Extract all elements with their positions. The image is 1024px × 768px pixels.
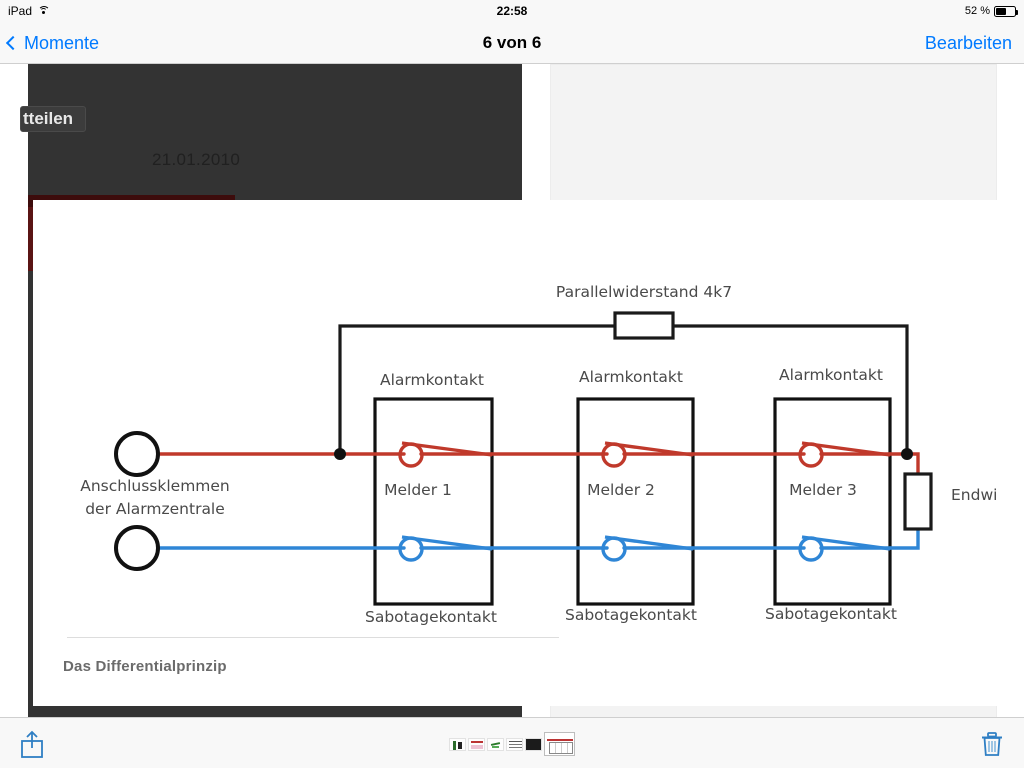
- label-sabotage-contact-2: Sabotagekontakt: [565, 606, 697, 624]
- label-detector-1: Melder 1: [384, 481, 452, 499]
- filmstrip-thumb-1[interactable]: [449, 737, 466, 751]
- battery-percent-label: 52 %: [964, 5, 990, 17]
- circuit-diagram-svg: [114, 311, 933, 606]
- label-detector-3: Melder 3: [789, 481, 857, 499]
- parallel-resistor-symbol: [613, 311, 675, 340]
- sabotage-contact-switches: [398, 535, 891, 562]
- alarm-contact-switches: [398, 441, 891, 468]
- page-title: 6 von 6: [482, 33, 542, 52]
- junction-dot-left: [334, 448, 346, 460]
- alarm-switch-lever-2: [604, 441, 694, 457]
- delete-button[interactable]: [976, 728, 1008, 760]
- alarm-switch-lever-3: [801, 441, 891, 457]
- card-divider: [67, 637, 559, 638]
- trash-icon: [982, 732, 1002, 756]
- detector-boxes: [373, 397, 892, 606]
- filmstrip-thumb-4[interactable]: [506, 737, 523, 751]
- diagram-caption: Das Differentialprinzip: [63, 658, 227, 675]
- edit-button[interactable]: Bearbeiten: [924, 32, 1012, 53]
- photo-filmstrip[interactable]: [449, 728, 575, 760]
- terminal-circle-sabotage: [114, 525, 160, 571]
- diagram-card: Parallelwiderstand 4k7 Alarmkontakt Alar…: [33, 200, 997, 706]
- label-alarm-contact-3: Alarmkontakt: [779, 366, 883, 384]
- wifi-icon: [37, 5, 50, 17]
- photo-ghost-date: 21.01.2010: [152, 150, 241, 169]
- status-bar-left: iPad: [8, 4, 50, 18]
- terminal-circle-alarm: [114, 431, 160, 477]
- sabotage-switch-lever-3: [801, 535, 891, 551]
- status-bar-right: 52 %: [964, 5, 1018, 17]
- back-button-momente[interactable]: Momente: [5, 22, 100, 64]
- photo-viewer[interactable]: tteilen 21.01.2010: [0, 64, 1024, 717]
- share-icon: [21, 730, 43, 758]
- label-detector-2: Melder 2: [587, 481, 655, 499]
- label-alarm-contact-1: Alarmkontakt: [380, 371, 484, 389]
- sabotage-switch-lever-1: [401, 535, 493, 551]
- photo-ghost-share-button: tteilen: [20, 106, 86, 132]
- label-terminals-line2: der Alarmzentrale: [85, 500, 225, 518]
- label-end-resistor: Endwi: [951, 486, 997, 504]
- bottom-toolbar: [0, 717, 1024, 768]
- share-button[interactable]: [16, 728, 48, 760]
- end-resistor-symbol: [903, 472, 933, 531]
- detector-box-2: [576, 397, 695, 606]
- label-parallel-resistor: Parallelwiderstand 4k7: [555, 283, 733, 301]
- filmstrip-thumb-3[interactable]: [487, 737, 504, 751]
- detector-box-3: [773, 397, 892, 606]
- back-button-label: Momente: [24, 32, 100, 53]
- filmstrip-thumb-5[interactable]: [525, 737, 542, 751]
- label-alarm-contact-2: Alarmkontakt: [579, 368, 683, 386]
- photo-red-edge: [28, 195, 36, 271]
- photo-grey-block-top: [550, 64, 997, 205]
- status-bar: iPad 22:58 52 %: [0, 0, 1024, 22]
- navigation-bar: Momente 6 von 6 Bearbeiten: [0, 22, 1024, 64]
- device-name: iPad: [8, 4, 33, 18]
- status-bar-clock: 22:58: [496, 4, 528, 18]
- label-terminals-line1: Anschlussklemmen: [80, 477, 230, 495]
- label-sabotage-contact-1: Sabotagekontakt: [365, 608, 497, 626]
- junction-dot-right: [901, 448, 913, 460]
- label-sabotage-contact-3: Sabotagekontakt: [765, 605, 897, 623]
- alarm-switch-lever-1: [401, 441, 493, 457]
- wire-loop-top: [338, 324, 909, 454]
- filmstrip-thumb-6-selected[interactable]: [544, 732, 575, 756]
- filmstrip-thumb-2[interactable]: [468, 737, 485, 751]
- battery-icon: [994, 5, 1018, 17]
- detector-box-1: [373, 397, 494, 606]
- sabotage-switch-lever-2: [604, 535, 694, 551]
